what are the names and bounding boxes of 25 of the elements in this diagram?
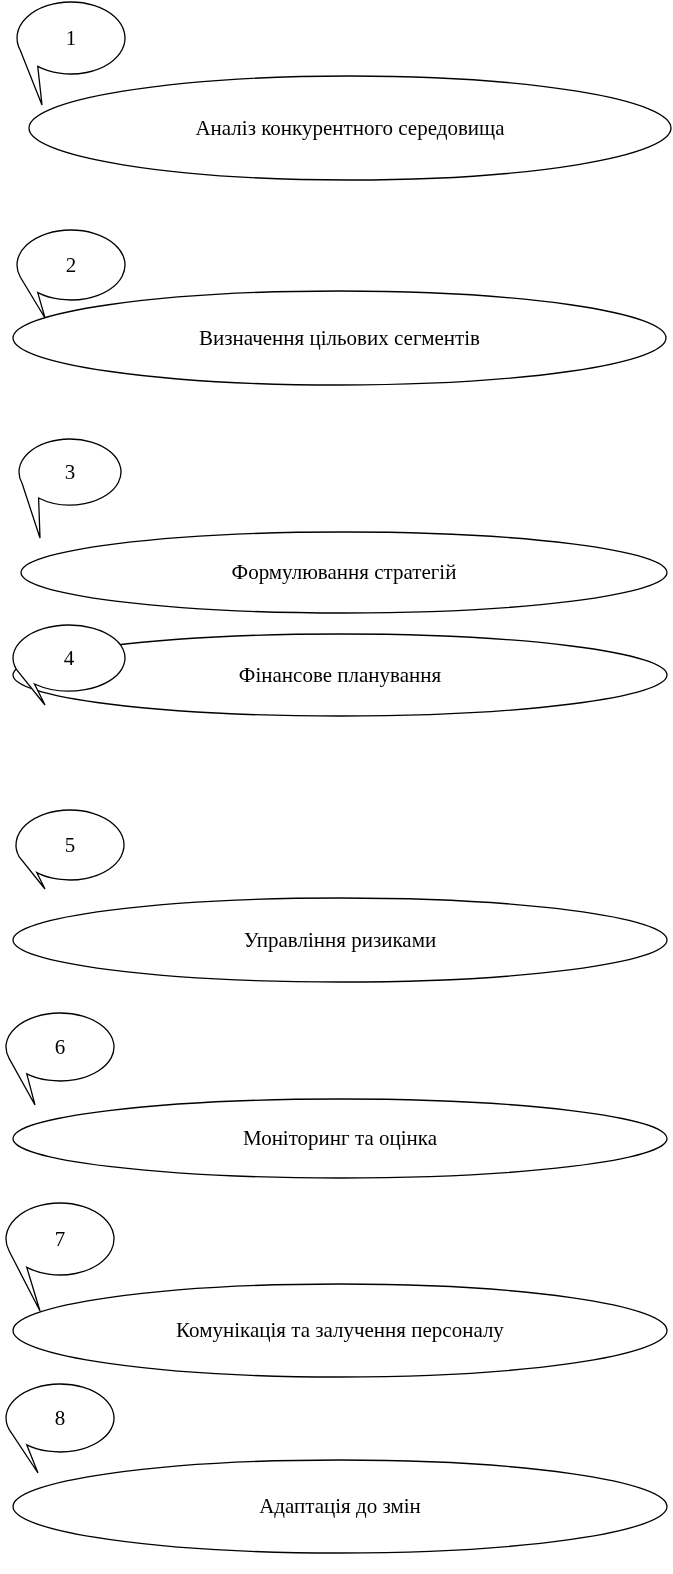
callout-number: 4	[63, 644, 75, 672]
callout-bubble	[16, 1, 126, 106]
step-ellipse	[12, 897, 668, 983]
callout-bubble	[15, 809, 125, 890]
step-label: Формулювання стратегій	[231, 559, 457, 587]
callout-number: 6	[54, 1033, 66, 1061]
step-label: Фінансове планування	[238, 661, 442, 689]
step-label: Моніторинг та оцінка	[243, 1125, 437, 1153]
callout-number: 7	[54, 1225, 66, 1253]
step-label: Аналіз конкурентного середовища	[195, 114, 505, 142]
step-label: Комунікація та залучення персоналу	[176, 1317, 504, 1345]
step-label: Управління ризиками	[243, 926, 437, 954]
step-label: Визначення цільових сегментів	[198, 324, 481, 352]
callout-number: 3	[64, 458, 76, 486]
callout-bubble	[18, 438, 122, 539]
callout-number: 8	[54, 1404, 66, 1432]
callout-number: 2	[65, 251, 77, 279]
callout-bubble	[16, 229, 126, 319]
callout-bubble	[5, 1012, 115, 1106]
callout-number: 5	[64, 831, 76, 859]
step-label: Адаптація до змін	[259, 1493, 421, 1521]
callout-bubble	[5, 1202, 115, 1312]
callout-bubble	[12, 624, 126, 706]
callout-bubble	[5, 1383, 115, 1474]
callout-number: 1	[65, 24, 77, 52]
